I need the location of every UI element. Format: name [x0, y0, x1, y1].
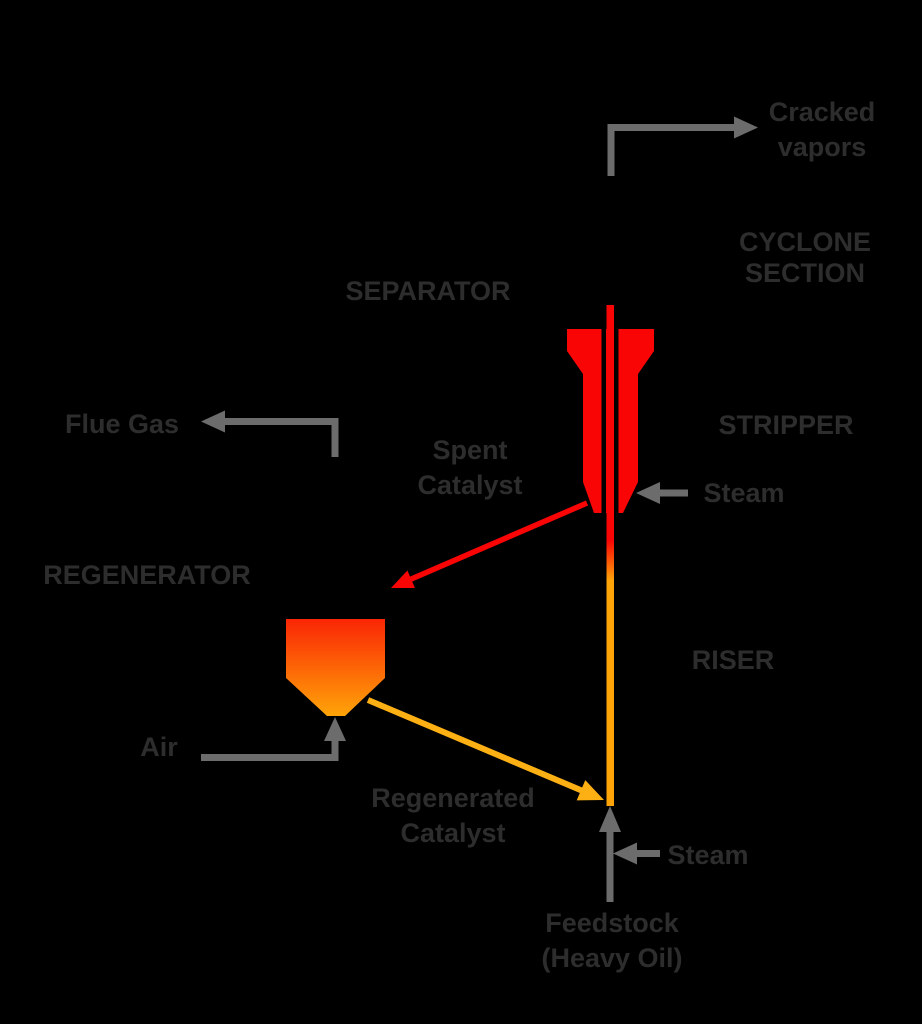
label-regenerator: REGENERATOR: [43, 560, 251, 590]
air-arrow: [201, 717, 346, 761]
label-flue-gas: Flue Gas: [64, 409, 180, 439]
steam-upper-arrow: [636, 482, 688, 504]
label-cracked-vapors: Cracked vapors: [768, 97, 876, 162]
flue-gas-arrow: [201, 410, 339, 457]
spent-catalyst-arrow: [391, 500, 589, 588]
label-air: Air: [140, 732, 178, 762]
feedstock-arrow: [599, 806, 621, 902]
label-feedstock: Feedstock (Heavy Oil): [541, 908, 683, 973]
cracked-vapors-arrow: [607, 116, 758, 176]
label-stripper: STRIPPER: [718, 410, 854, 440]
label-separator: SEPARATOR: [345, 276, 511, 306]
regenerated-catalyst-arrow: [366, 697, 604, 801]
label-steam-upper: Steam: [703, 478, 785, 508]
label-steam-lower: Steam: [667, 840, 749, 870]
label-spent-catalyst: Spent Catalyst: [417, 435, 523, 500]
steam-lower-arrow: [613, 842, 660, 865]
riser-pipe: [606, 305, 614, 806]
label-regenerated-catalyst: Regenerated Catalyst: [371, 783, 535, 848]
label-riser: RISER: [691, 645, 775, 675]
regenerator-vessel: [286, 619, 385, 716]
label-cyclone-section: CYCLONE SECTION: [738, 227, 872, 288]
